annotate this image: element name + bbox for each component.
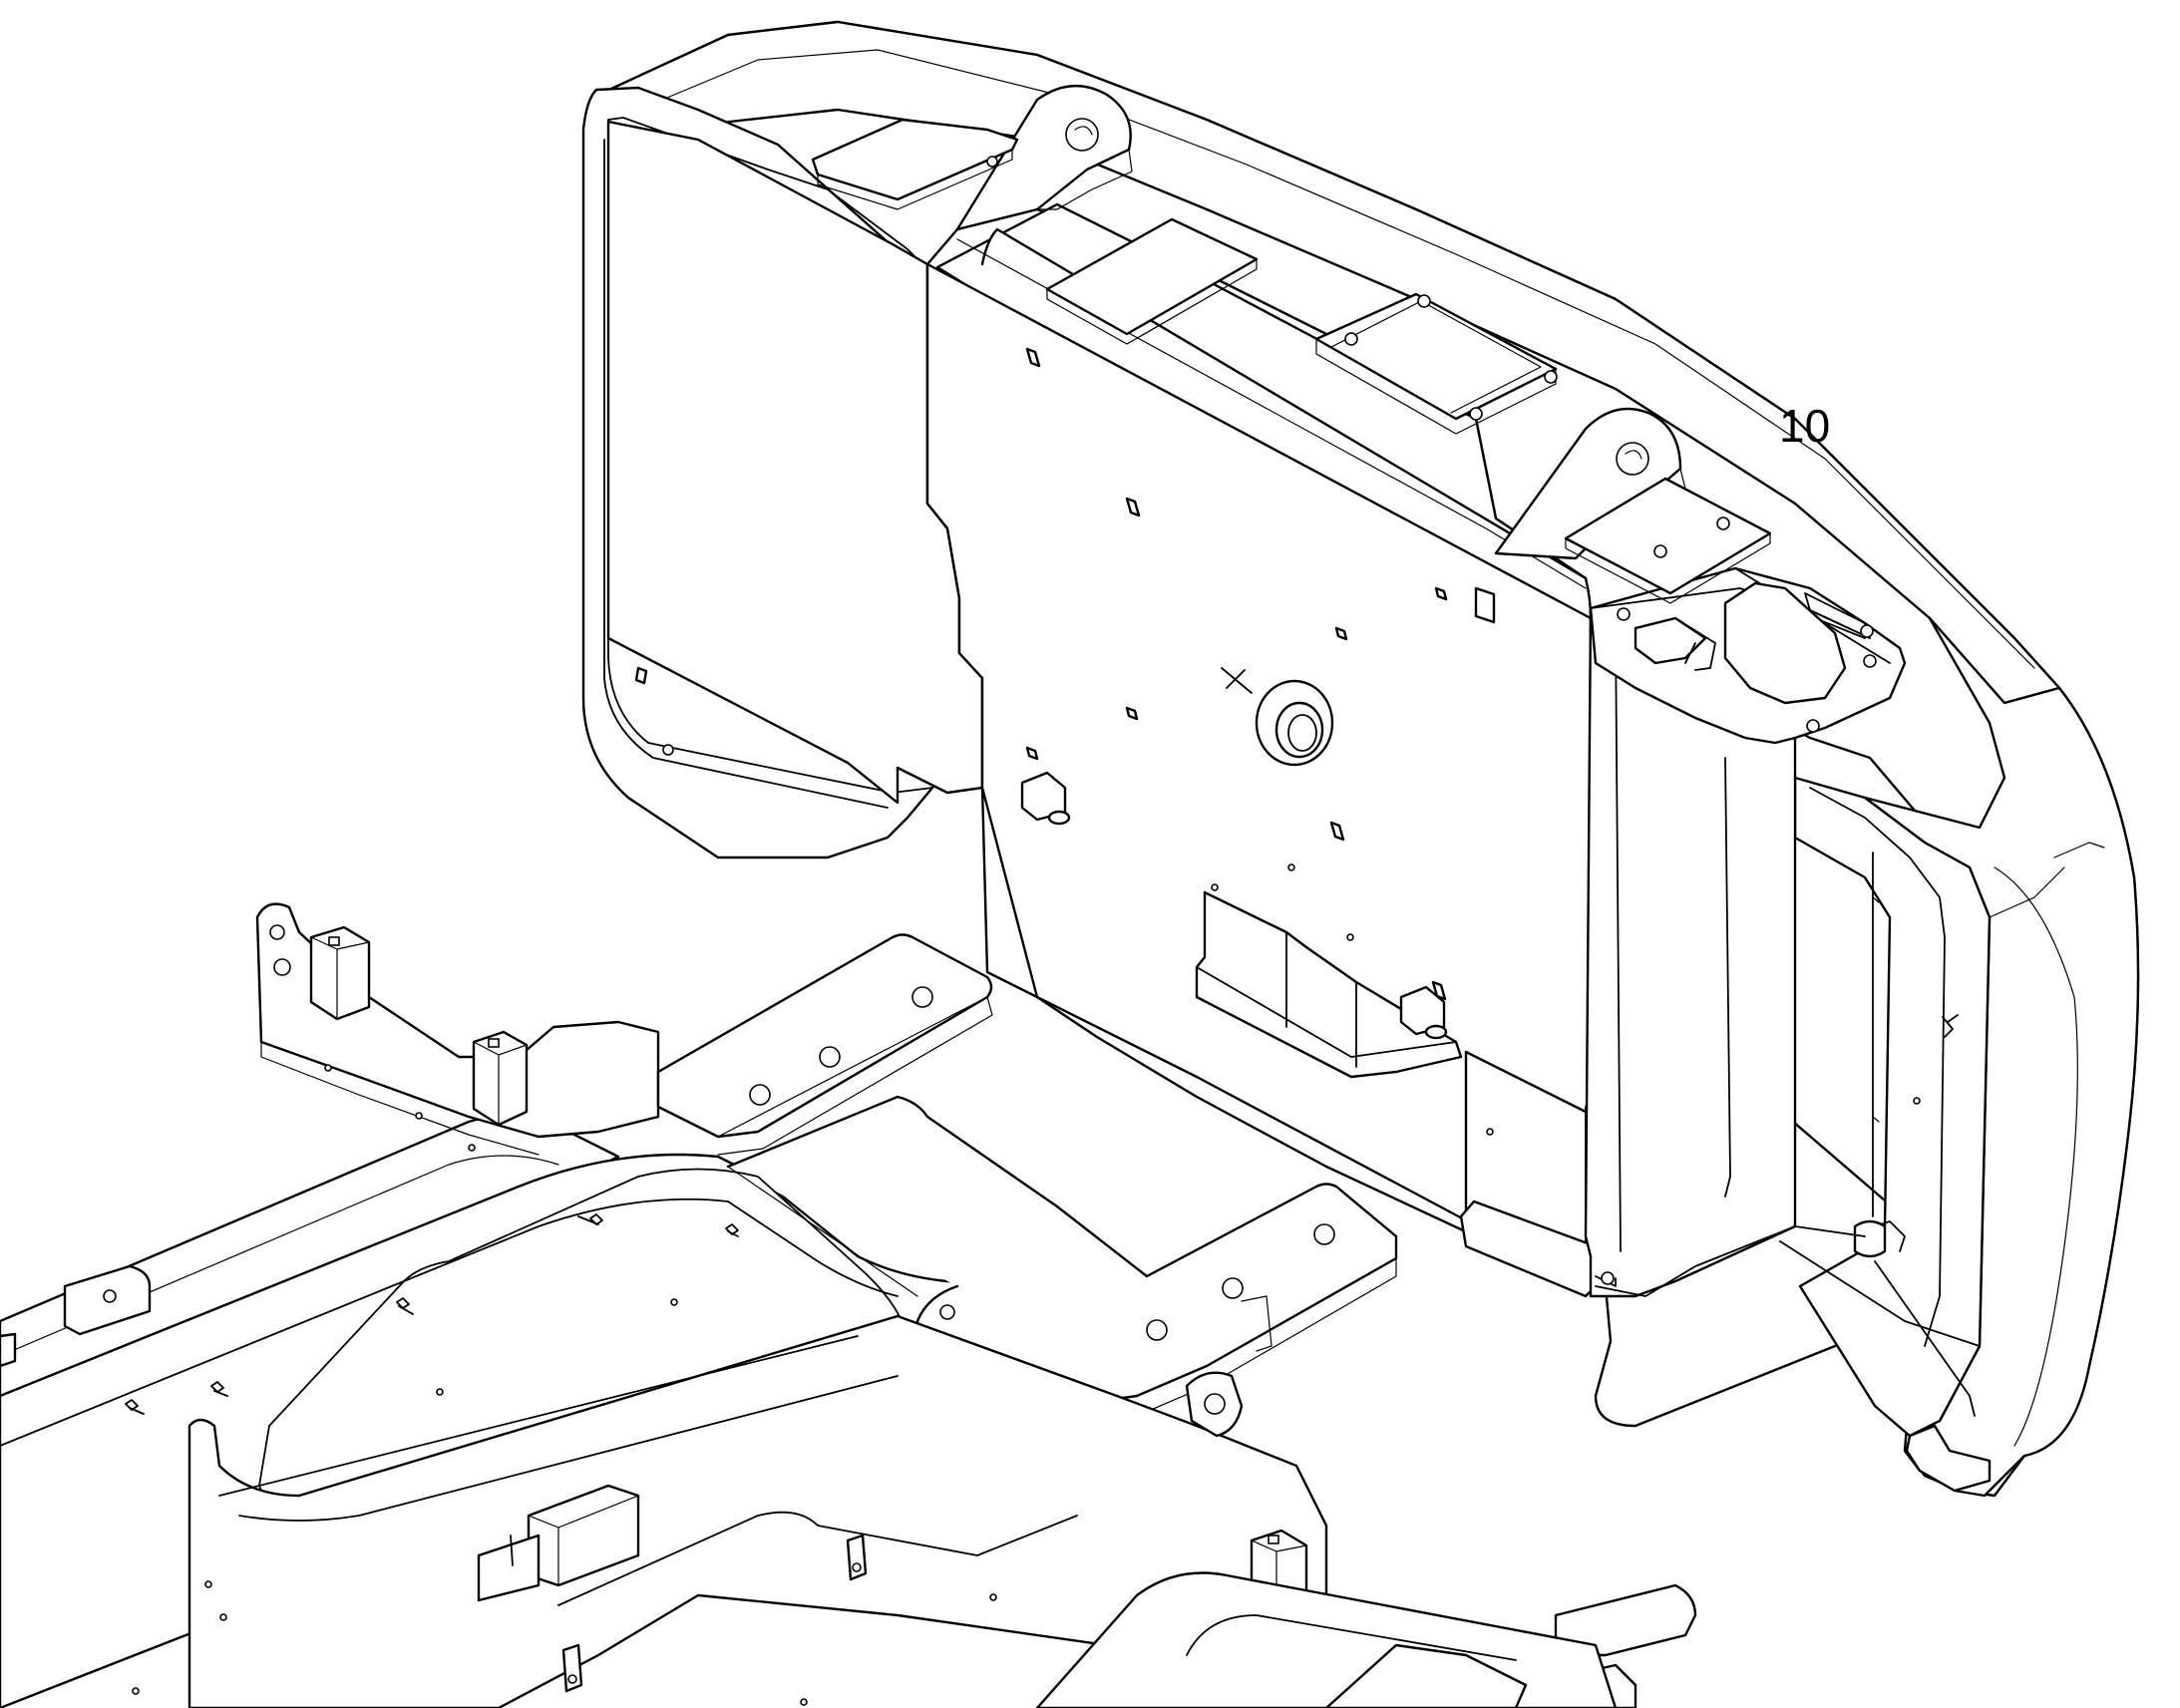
counterweight-assembly [581, 20, 2140, 1498]
upper-frame-assembly [0, 902, 1697, 1708]
part-callout-label: 10 [1779, 400, 1831, 452]
frame-lug [472, 1030, 529, 1127]
counterweight-side-panel [1793, 776, 1992, 1438]
frame-cross-plate-upper [656, 933, 993, 1139]
frame-cross-member [726, 1095, 1398, 1418]
top-access-cover [811, 118, 1019, 201]
face-slots [634, 347, 1496, 1001]
counterweight-bumper [1863, 616, 2140, 1498]
center-pivot-boss [1221, 667, 1334, 767]
frame-lug [309, 925, 371, 1021]
counterweight-lower-box [1195, 890, 1463, 1079]
